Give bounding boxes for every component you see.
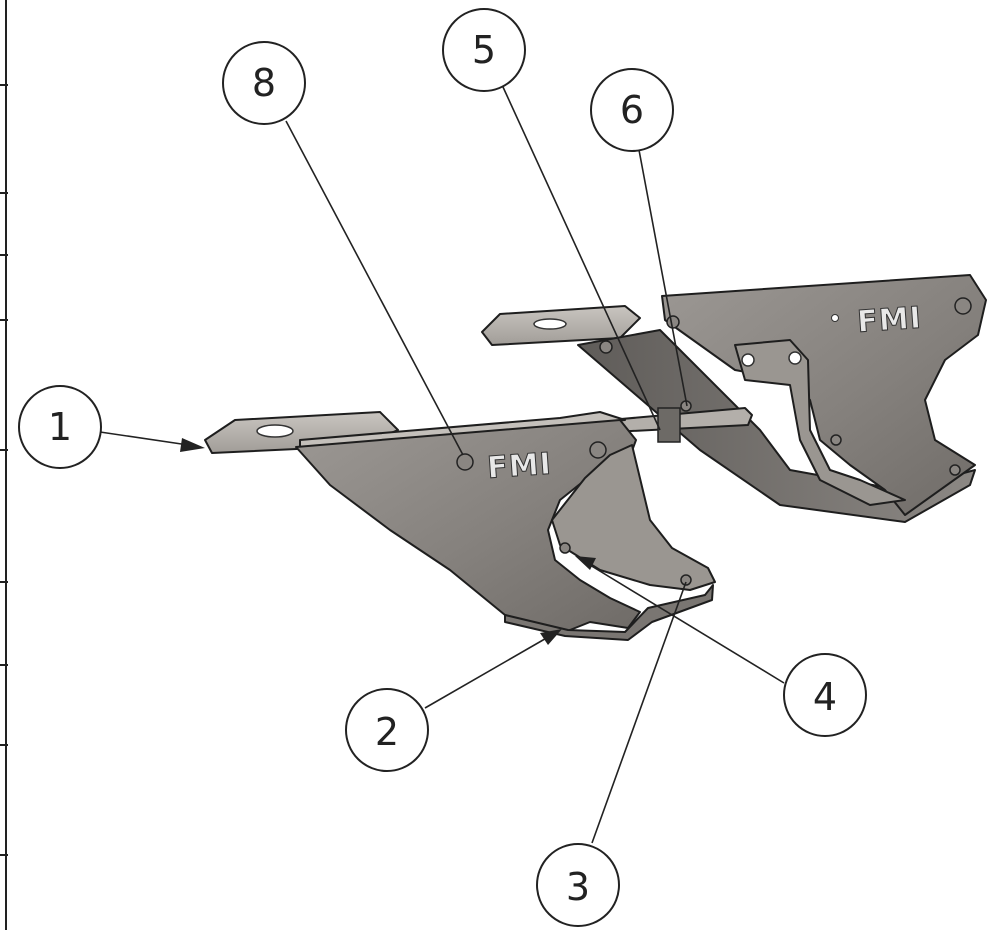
front-bolt-2: [589, 441, 607, 459]
front-logo-text: FMI: [486, 447, 553, 486]
balloon-6-label: 6: [620, 88, 644, 132]
leader-4: [584, 561, 785, 684]
rear-bolt-3: [954, 297, 972, 315]
front-bracket-gusset: [551, 444, 716, 591]
rear-logo-dot: [831, 314, 839, 322]
balloon-3-label: 3: [566, 865, 590, 909]
rear-bolt-hole-2: [788, 351, 802, 365]
balloon-5-label: 5: [472, 28, 496, 72]
leader-6: [638, 149, 688, 407]
rear-bracket-gusset: [734, 339, 906, 506]
balloon-1: 1: [18, 385, 102, 469]
arrow-2: [540, 629, 562, 645]
rear-logo-text: FMI: [856, 301, 923, 340]
balloon-3: 3: [536, 843, 620, 927]
rear-bolt-6: [949, 464, 961, 476]
cross-bar-clip: [657, 407, 681, 443]
rear-bolt-4: [599, 340, 613, 354]
leader-8: [285, 120, 464, 456]
balloon-1-label: 1: [48, 405, 72, 449]
front-bracket: FMI: [204, 411, 716, 641]
rear-tab-slot: [533, 318, 567, 330]
balloon-4: 4: [783, 653, 867, 737]
balloon-8-label: 8: [252, 61, 276, 105]
leader-5: [502, 86, 661, 431]
arrow-1: [180, 438, 205, 452]
front-bolt-1: [456, 453, 474, 471]
leader-2: [424, 635, 551, 709]
rear-bolt-7: [830, 434, 842, 446]
front-tab-slot: [256, 424, 294, 438]
cross-bar: [609, 400, 753, 443]
leader-lines: [99, 86, 785, 844]
balloon-4-label: 4: [813, 675, 837, 719]
rear-bolt-5: [666, 315, 680, 329]
rear-bolt-hole-1: [741, 353, 755, 367]
leader-3: [591, 581, 687, 844]
rear-bracket-main-plate: [661, 274, 987, 516]
balloon-2: 2: [345, 688, 429, 772]
sheet-frame: [0, 0, 8, 930]
front-bolt-3: [680, 574, 692, 586]
rear-bracket-flange: [577, 329, 976, 523]
balloon-5: 5: [442, 8, 526, 92]
rear-bracket: FMI: [481, 274, 987, 523]
balloon-8: 8: [222, 41, 306, 125]
front-bolt-4: [559, 542, 571, 554]
leader-1: [99, 431, 196, 447]
arrow-4: [575, 556, 596, 570]
balloon-2-label: 2: [375, 710, 399, 754]
balloon-6: 6: [590, 68, 674, 152]
